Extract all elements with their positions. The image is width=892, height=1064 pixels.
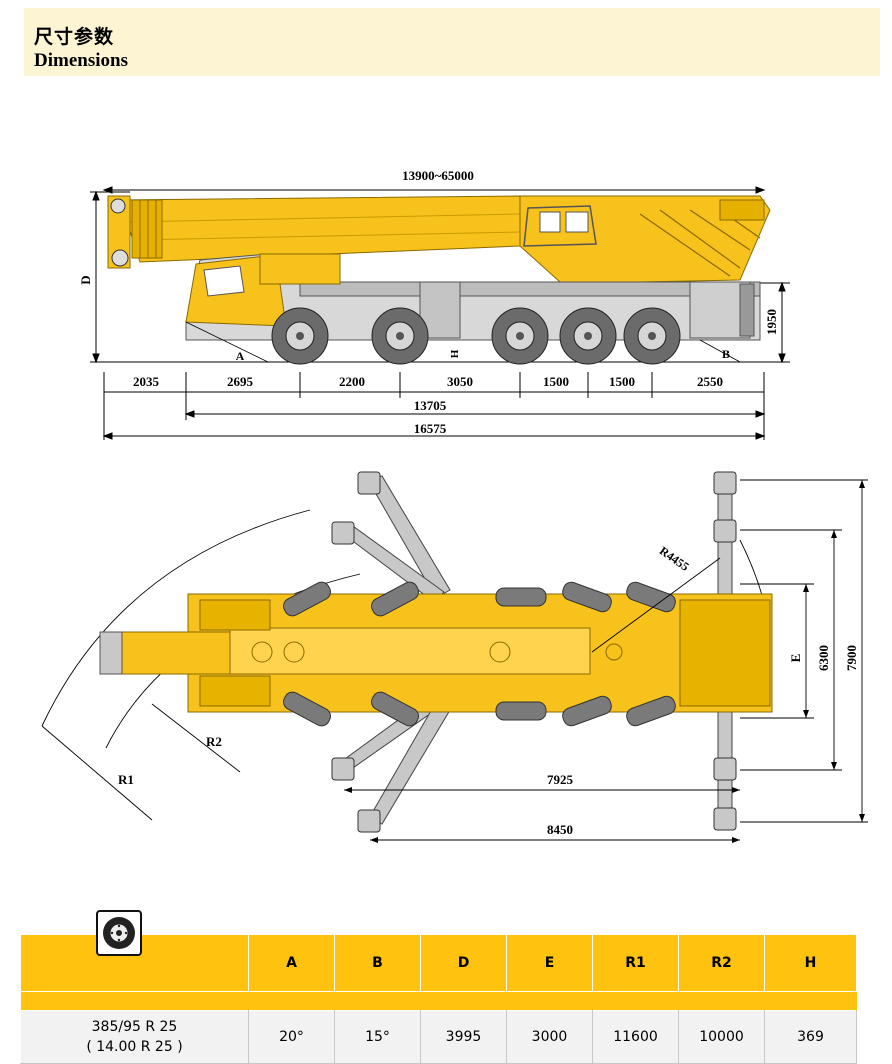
header-e: E	[506, 934, 593, 992]
tire-size-alt: ( 14.00 R 25 )	[86, 1039, 183, 1055]
dim-2550: 2550	[697, 374, 723, 389]
section-title-cn: 尺寸参数	[34, 26, 115, 48]
section-header: 尺寸参数 Dimensions	[24, 8, 880, 76]
height-d-label: D	[78, 275, 93, 284]
tire-size: 385/95 R 25	[91, 1019, 178, 1035]
radius-r1-label: R1	[118, 772, 134, 787]
radius-r2-label: R2	[206, 734, 222, 749]
clearance-h-label: H	[449, 349, 461, 358]
header-a: A	[248, 934, 335, 992]
value-e: 3000	[506, 1010, 593, 1064]
value-a: 20°	[248, 1010, 335, 1064]
header-d: D	[420, 934, 507, 992]
angle-a-label: A	[236, 349, 245, 363]
boom-length-label: 13900~65000	[402, 168, 474, 183]
header-b: B	[334, 934, 421, 992]
width-e-label: E	[788, 654, 803, 663]
header-r2: R2	[678, 934, 765, 992]
wheelbase-total-label: 13705	[414, 398, 447, 413]
spec-header-row: A B D E R1 R2 H	[20, 934, 857, 992]
dim-1500-a: 1500	[543, 374, 569, 389]
dim-2200: 2200	[339, 374, 365, 389]
side-view-drawing: 13900~65000 D A H B 1950 2035 2695 2200 …	[78, 168, 790, 440]
span-7925-label: 7925	[547, 772, 574, 787]
dim-3050: 3050	[447, 374, 473, 389]
top-view-drawing: R4455 R1 R2 E 6300 7900 7925 8450	[41, 471, 868, 843]
value-r1: 11600	[592, 1010, 679, 1064]
header-h: H	[764, 934, 857, 992]
dim-2035: 2035	[133, 374, 160, 389]
width-7900-label: 7900	[844, 645, 859, 671]
width-6300-label: 6300	[816, 645, 831, 671]
radius-r4455-label: R4455	[657, 544, 692, 574]
height-1950-label: 1950	[764, 309, 779, 335]
header-r1: R1	[592, 934, 679, 992]
dim-2695: 2695	[227, 374, 254, 389]
overall-length-label: 16575	[414, 421, 447, 436]
spec-table: A B D E R1 R2 H 385/95 R 25 ( 14.00 R 25…	[20, 934, 857, 1064]
angle-b-label: B	[722, 347, 730, 361]
tire-icon	[96, 910, 142, 956]
value-h: 369	[764, 1010, 857, 1064]
tire-size-cell: 385/95 R 25 ( 14.00 R 25 )	[20, 1010, 249, 1064]
value-d: 3995	[420, 1010, 507, 1064]
dim-1500-b: 1500	[609, 374, 635, 389]
value-b: 15°	[334, 1010, 421, 1064]
section-title-en: Dimensions	[34, 50, 128, 71]
span-8450-label: 8450	[547, 822, 573, 837]
table-row: 385/95 R 25 ( 14.00 R 25 ) 20° 15° 3995 …	[20, 1010, 857, 1064]
value-r2: 10000	[678, 1010, 765, 1064]
